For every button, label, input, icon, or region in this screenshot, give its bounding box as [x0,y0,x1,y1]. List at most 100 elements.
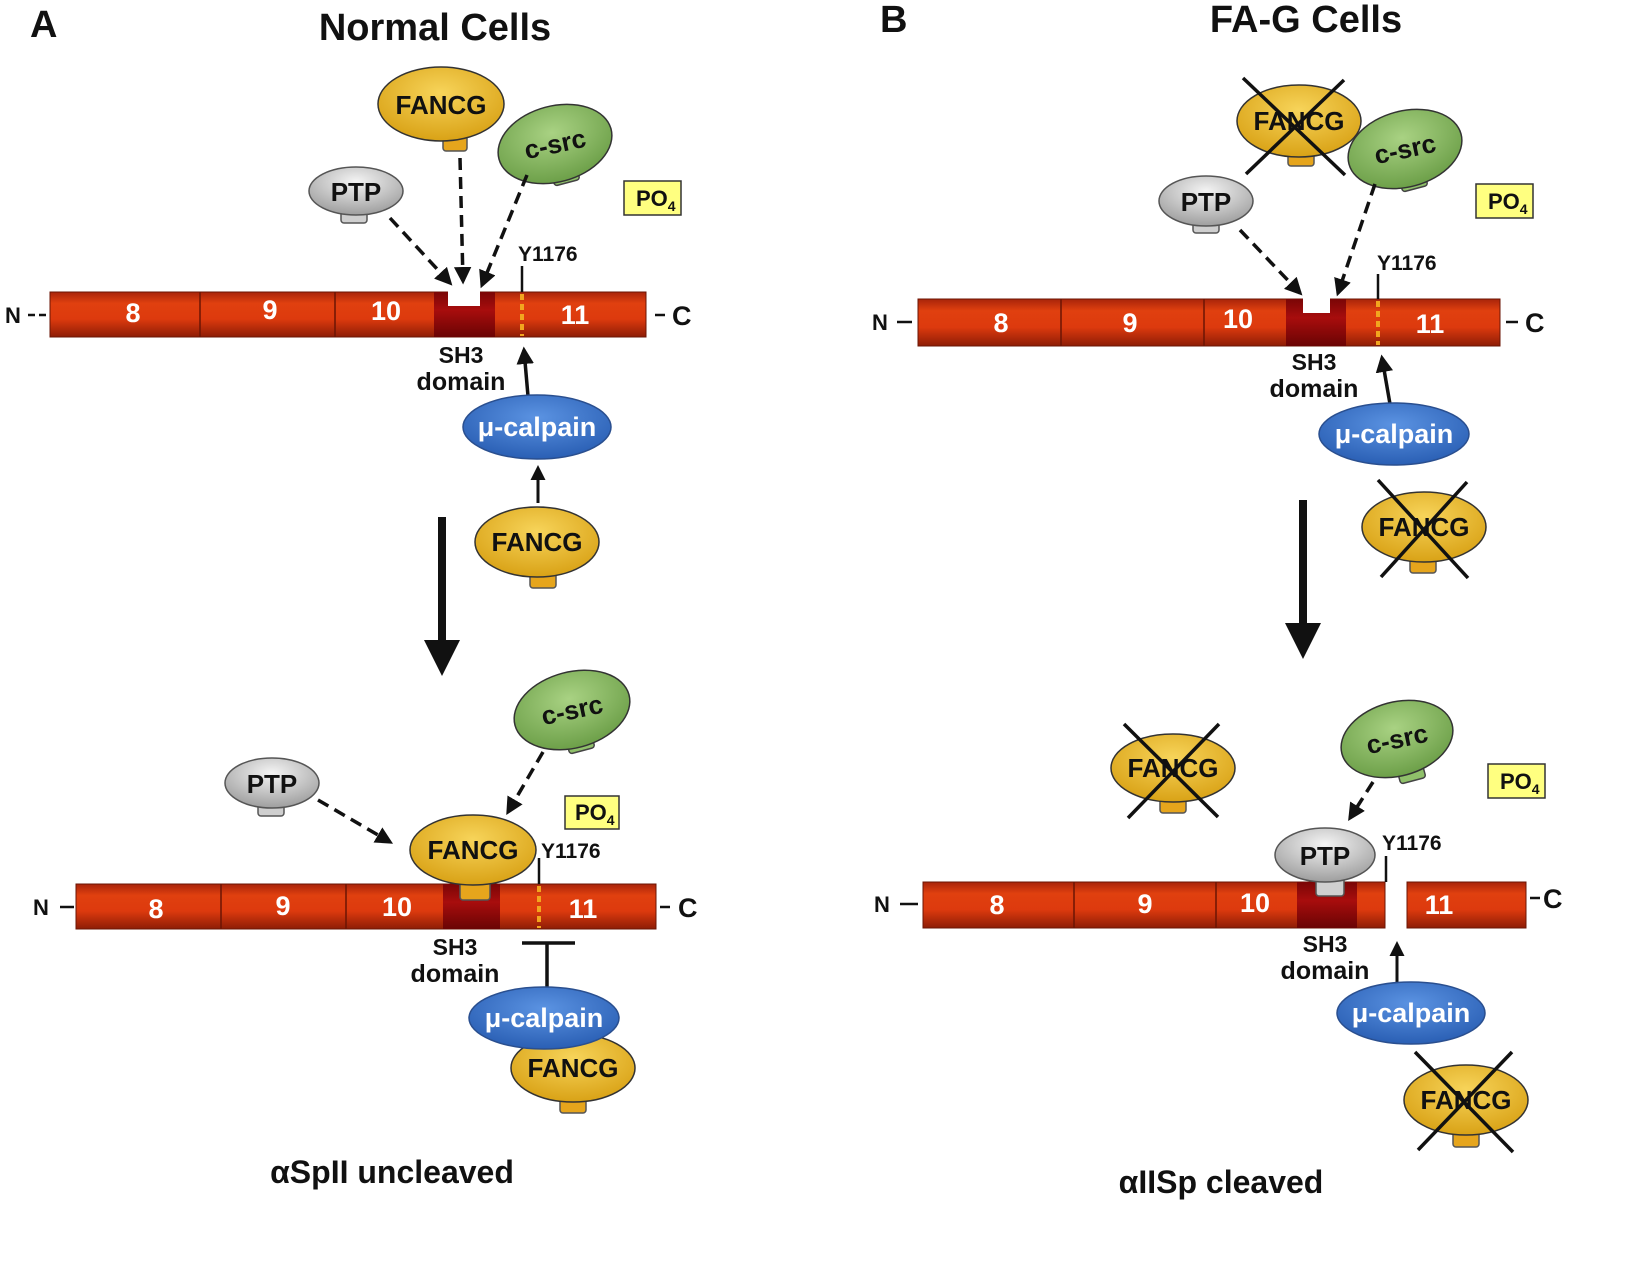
c-src-arrow [506,751,545,816]
segment-8: 8 [989,890,1004,920]
fancg-label: FANCG [1128,753,1219,783]
site-label: Y1176 [518,243,578,266]
sh3-label-line1: SH3 [1303,931,1348,957]
spectrin-bar-cleaved: N 8 9 10 11 C Y1176 SH3 domain [874,832,1563,985]
site-label: Y1176 [1382,832,1442,855]
segment-9: 9 [262,295,277,325]
segment-10: 10 [382,892,412,922]
ptp-protein-lower: PTP [224,757,320,817]
cross-mark-icon [1122,722,1221,820]
phosphate-subscript: 4 [607,812,615,828]
site-label: Y1176 [541,840,601,863]
sh3-binding-pocket [1303,293,1330,313]
svg-text:PO4: PO4 [1500,769,1540,797]
panel-b-result: αIISp cleaved [1119,1164,1324,1200]
phosphate-label: PO [575,800,607,825]
svg-text:PO4: PO4 [1488,189,1528,217]
c-src-protein: c-src [497,103,613,187]
segment-11: 11 [1425,890,1454,920]
ptp-bound-sh3: PTP [1274,827,1376,897]
c-terminus: C [678,893,698,923]
fancg-label: FANCG [396,90,487,120]
phosphate-label: PO [636,186,668,211]
ptp-protein: PTP [308,166,404,224]
cross-mark-icon [1241,76,1347,177]
c-src-protein: c-src [1347,108,1463,193]
calpain-label: μ-calpain [1335,419,1454,449]
dashed-arrows [388,157,529,289]
ptp-arrow [317,798,394,844]
ptp-label: PTP [247,769,298,799]
phosphate-label: PO [1500,769,1532,794]
segment-8: 8 [993,308,1008,338]
phosphate-subscript: 4 [1532,781,1540,797]
panel-b-title: FA-G Cells [1210,0,1402,41]
panel-a-letter: A [30,4,57,46]
c-src-arrow [479,174,529,289]
transition-arrow-head [424,640,460,676]
c-src-protein-lower: c-src [513,669,631,755]
fancg-protein-absent: FANCG [1236,76,1362,177]
phosphate-badge-lower: PO4 [564,795,620,830]
spectrin-c-fragment [1406,881,1527,929]
phosphate-badge-lower: PO4 [1487,763,1546,799]
phosphate-subscript: 4 [668,198,676,214]
c-terminus: C [1525,308,1545,338]
fancg-label: FANCG [428,835,519,865]
segment-9: 9 [1122,308,1137,338]
panel-b: B FA-G Cells FANCG c-src PTP PO4 [872,0,1563,1200]
spectrin-bar: N 8 9 10 11 C Y1176 SH3 domain [5,243,692,396]
dashed-arrows-lower [317,751,545,844]
segment-8: 8 [125,298,140,328]
n-terminus: N [872,310,888,335]
c-src-arrow [1334,183,1377,297]
calpain-protein-lower: μ-calpain [468,986,620,1050]
fancg-protein-lower: FANCG [474,506,600,589]
panel-b-letter: B [880,0,907,41]
calpain-protein: μ-calpain [1318,402,1470,466]
dashed-arrows [1238,183,1377,297]
fancg-protein: FANCG [377,66,505,152]
c-src-arrow [1348,781,1375,821]
ptp-protein: PTP [1158,175,1254,234]
fancg-bound-sh3: FANCG [409,814,537,901]
calpain-arrow [516,346,534,397]
cross-mark-icon [1376,478,1470,580]
segment-11: 11 [1416,309,1445,339]
c-src-protein-lower: c-src [1340,699,1454,785]
segment-9: 9 [275,891,290,921]
transition-arrow-head [1285,623,1321,659]
sh3-label-line1: SH3 [1292,349,1337,375]
site-label: Y1176 [1377,252,1437,275]
phosphate-badge: PO4 [623,180,682,216]
segment-10: 10 [1240,888,1270,918]
fancg-label: FANCG [528,1053,619,1083]
ptp-label: PTP [1181,187,1232,217]
n-terminus: N [874,892,890,917]
segment-8: 8 [148,894,163,924]
sh3-label-line1: SH3 [433,934,478,960]
sh3-label-line2: domain [411,960,500,988]
fancg-protein-absent-2: FANCG [1361,478,1487,580]
sh3-binding-pocket [448,286,480,306]
svg-text:PO4: PO4 [636,186,676,214]
ptp-arrow [388,216,453,286]
panel-a-result: αSpII uncleaved [270,1154,514,1190]
phosphate-badge: PO4 [1475,183,1534,219]
segment-11: 11 [569,894,598,924]
fancg-label: FANCG [492,527,583,557]
c-terminus: C [672,301,692,331]
phosphate-label: PO [1488,189,1520,214]
ptp-arrow [1238,228,1303,296]
sh3-label-line1: SH3 [439,342,484,368]
n-terminus: N [33,895,49,920]
segment-11: 11 [561,300,590,330]
panel-a-title: Normal Cells [319,7,551,49]
svg-text:PO4: PO4 [575,800,615,828]
spectrin-bar-lower: N 8 9 10 11 C Y1176 SH3 domain [33,840,698,988]
segment-10: 10 [371,296,401,326]
sh3-label-line2: domain [1281,957,1370,985]
calpain-label: μ-calpain [1352,998,1471,1028]
segment-10: 10 [1223,304,1253,334]
